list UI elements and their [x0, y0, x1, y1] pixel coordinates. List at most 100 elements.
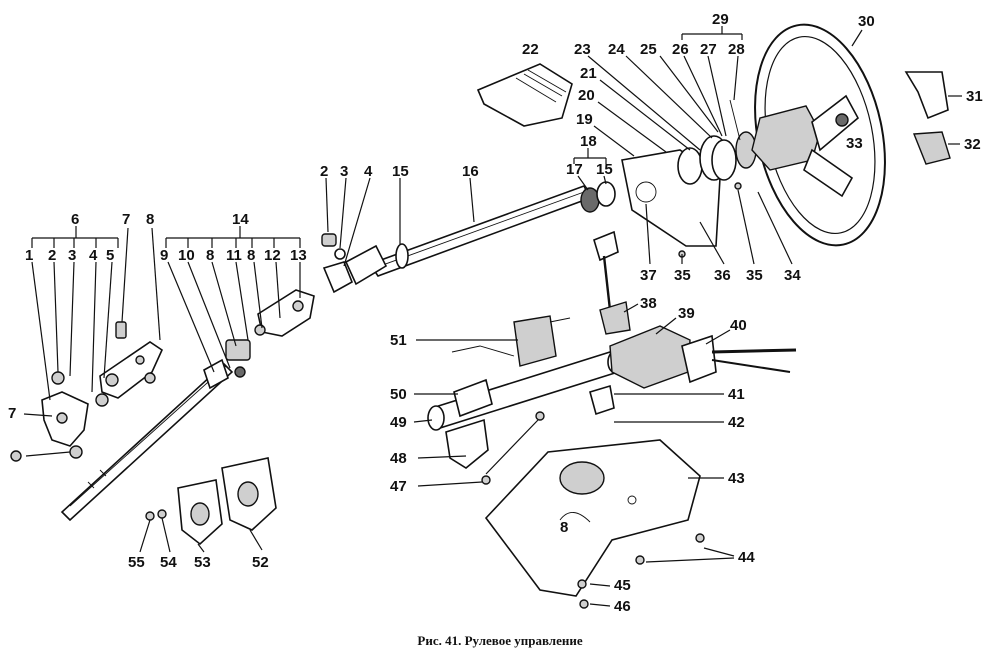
callout-29: 29 [712, 11, 729, 28]
callout-44: 44 [738, 549, 755, 566]
callout-15: 15 [596, 161, 613, 178]
callout-27: 27 [700, 41, 717, 58]
callout-40: 40 [730, 317, 747, 334]
callout-8: 8 [247, 247, 255, 264]
callout-49: 49 [390, 414, 407, 431]
nut [481, 475, 491, 485]
callout-36: 36 [714, 267, 731, 284]
callout-30: 30 [858, 13, 875, 30]
callout-55: 55 [128, 554, 145, 571]
callout-26: 26 [672, 41, 689, 58]
callout-7: 7 [122, 211, 130, 228]
callout-8: 8 [146, 211, 154, 228]
callout-46: 46 [614, 598, 631, 615]
callout-2: 2 [48, 247, 56, 264]
intermediate-shaft [60, 362, 234, 522]
callout-7: 7 [8, 405, 16, 422]
callout-38: 38 [640, 295, 657, 312]
callout-4: 4 [89, 247, 98, 264]
callout-35: 35 [674, 267, 691, 284]
callout-51: 51 [390, 332, 407, 349]
combination-switch [609, 325, 797, 389]
callout-35: 35 [746, 267, 763, 284]
callout-19: 19 [576, 111, 593, 128]
washer [334, 248, 346, 260]
callout-14: 14 [232, 211, 249, 228]
screw [695, 533, 705, 543]
screw [535, 411, 545, 421]
callout-18: 18 [580, 133, 597, 150]
lower-yoke [41, 391, 89, 459]
sleeve [321, 233, 337, 247]
callout-54: 54 [160, 554, 177, 571]
callout-48: 48 [390, 450, 407, 467]
callout-28: 28 [728, 41, 745, 58]
callout-31: 31 [966, 88, 983, 105]
callout-3: 3 [68, 247, 76, 264]
callout-37: 37 [640, 267, 657, 284]
clamp-yoke [322, 261, 354, 294]
callout-9: 9 [160, 247, 168, 264]
callout-labels: 1 2 3 4 5 6 7 7 8 8 8 9 10 11 12 13 14 2… [8, 11, 983, 615]
nut [157, 509, 167, 519]
callout-33: 33 [846, 135, 863, 152]
callout-39: 39 [678, 305, 695, 322]
callout-10: 10 [178, 247, 195, 264]
callout-11: 11 [226, 247, 242, 264]
bearing-cup [51, 371, 65, 385]
callout-17: 17 [566, 161, 583, 178]
bearing-cup [95, 393, 109, 407]
callout-8: 8 [560, 519, 568, 536]
callout-4: 4 [364, 163, 373, 180]
callout-8: 8 [206, 247, 214, 264]
nut [10, 450, 22, 462]
callout-42: 42 [728, 414, 745, 431]
horn-button [904, 71, 949, 120]
callout-3: 3 [340, 163, 348, 180]
callout-32: 32 [964, 136, 981, 153]
callout-25: 25 [640, 41, 657, 58]
steering-wheel [751, 23, 886, 247]
contact-ring-set [677, 99, 757, 185]
column-shroud [484, 439, 701, 597]
bearing-ring [596, 181, 616, 207]
callout-45: 45 [614, 577, 631, 594]
leader-lines [23, 26, 962, 607]
callout-15: 15 [392, 163, 409, 180]
shaft-bearing [580, 187, 600, 213]
screw [577, 579, 587, 589]
bolt [115, 321, 127, 339]
callout-16: 16 [462, 163, 479, 180]
washer [145, 511, 155, 521]
nut [144, 372, 156, 384]
callout-2: 2 [320, 163, 328, 180]
callout-12: 12 [264, 247, 281, 264]
figure-caption: Рис. 41. Рулевое управление [417, 633, 582, 648]
callout-23: 23 [574, 41, 591, 58]
callout-21: 21 [580, 65, 597, 82]
column-clamp [589, 384, 615, 416]
horn-cover [476, 63, 573, 127]
wiper-lever [593, 230, 631, 335]
cardan-fork [99, 341, 164, 399]
callout-43: 43 [728, 470, 745, 487]
screw [579, 599, 589, 609]
ignition-switch [451, 315, 571, 367]
callout-5: 5 [106, 247, 114, 264]
callout-1: 1 [25, 247, 33, 264]
callout-50: 50 [390, 386, 407, 403]
callout-41: 41 [728, 386, 745, 403]
callout-24: 24 [608, 41, 625, 58]
callout-20: 20 [578, 87, 595, 104]
switch-key [912, 131, 951, 165]
callout-13: 13 [290, 247, 307, 264]
plate-hole [237, 481, 259, 507]
gasket-hole [190, 502, 210, 526]
callout-22: 22 [522, 41, 539, 58]
screw [734, 182, 742, 190]
callout-47: 47 [390, 478, 407, 495]
steering-shaft [344, 185, 592, 286]
callout-53: 53 [194, 554, 211, 571]
callout-52: 52 [252, 554, 269, 571]
